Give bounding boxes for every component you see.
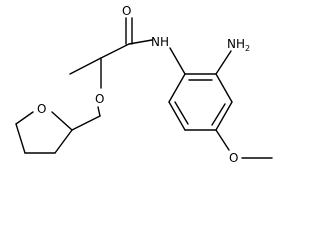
- bond-aryl-amine: [215, 50, 232, 75]
- bond-aryl-methoxy-o: [215, 129, 230, 151]
- amine-label: NH2: [227, 37, 250, 53]
- bond-ring-c2-o: [51, 111, 73, 131]
- bond-benzene-6: [168, 73, 186, 103]
- bond-alpha-methyl: [69, 57, 102, 75]
- methoxy-oxygen-label: O: [229, 151, 238, 165]
- bond-benzene-2: [215, 73, 233, 103]
- bond-ether-o-ch2: [97, 106, 101, 117]
- bond-benzene-5: [168, 101, 186, 131]
- bond-benzene-inner-c: [174, 101, 189, 125]
- bond-ring-c5-c4: [15, 123, 26, 154]
- bond-ring-c3-c2: [54, 129, 73, 154]
- bond-benzene-3: [215, 101, 233, 131]
- bond-benzene-inner-b: [211, 103, 226, 126]
- chemical-structure: O NH NH2 O O O: [15, 4, 273, 165]
- bond-ch2-ring: [71, 115, 101, 131]
- amide-nh-label: NH: [151, 35, 169, 49]
- bond-ring-o-c5: [15, 111, 34, 125]
- bond-nh-aryl: [169, 47, 186, 75]
- bond-carbonyl-nh: [128, 39, 153, 45]
- carbonyl-oxygen-label: O: [122, 4, 131, 18]
- ether-oxygen-label: O: [95, 92, 104, 106]
- ring-oxygen-label: O: [37, 102, 46, 116]
- amine-label-subscript: 2: [245, 44, 250, 53]
- bond-carbonyl-alpha: [100, 43, 130, 59]
- amine-label-main: NH: [227, 37, 245, 51]
